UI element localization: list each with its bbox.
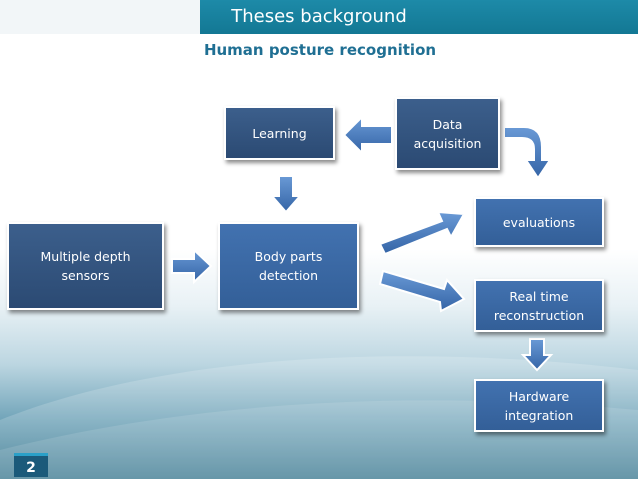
- arrow-real-time-to-hardware: [520, 338, 554, 372]
- box-real-time-reconstruction-label: Real time reconstruction: [493, 288, 585, 323]
- arrow-learning-to-body-parts: [269, 175, 303, 214]
- arrow-body-parts-to-real-time: [378, 269, 466, 313]
- box-multiple-depth-sensors: Multiple depth sensors: [7, 222, 164, 310]
- box-evaluations: evaluations: [474, 197, 604, 247]
- box-real-time-reconstruction: Real time reconstruction: [474, 279, 604, 332]
- box-hardware-integration: Hardware integration: [474, 379, 604, 432]
- slide-title: Theses background: [231, 6, 407, 27]
- arrow-acquisition-to-evaluations: [503, 126, 552, 180]
- box-evaluations-label: evaluations: [502, 214, 576, 230]
- arrow-sensors-to-body-parts: [171, 247, 213, 285]
- box-multiple-depth-sensors-label: Multiple depth sensors: [40, 249, 131, 283]
- box-data-acquisition: Data acquisition: [395, 97, 500, 170]
- box-learning: Learning: [224, 106, 335, 160]
- arrow-acquisition-to-learning: [342, 114, 393, 156]
- arrow-body-parts-to-evaluations: [378, 210, 466, 256]
- box-body-parts-detection-label: Body parts detection: [254, 249, 323, 283]
- box-learning-label: Learning: [252, 125, 307, 141]
- box-data-acquisition-label: Data acquisition: [413, 116, 482, 151]
- title-band-left-panel: [0, 0, 200, 34]
- box-hardware-integration-label: Hardware integration: [504, 388, 574, 423]
- slide-subtitle: Human posture recognition: [203, 41, 437, 59]
- page-number: 2: [14, 453, 48, 477]
- box-body-parts-detection: Body parts detection: [218, 222, 359, 310]
